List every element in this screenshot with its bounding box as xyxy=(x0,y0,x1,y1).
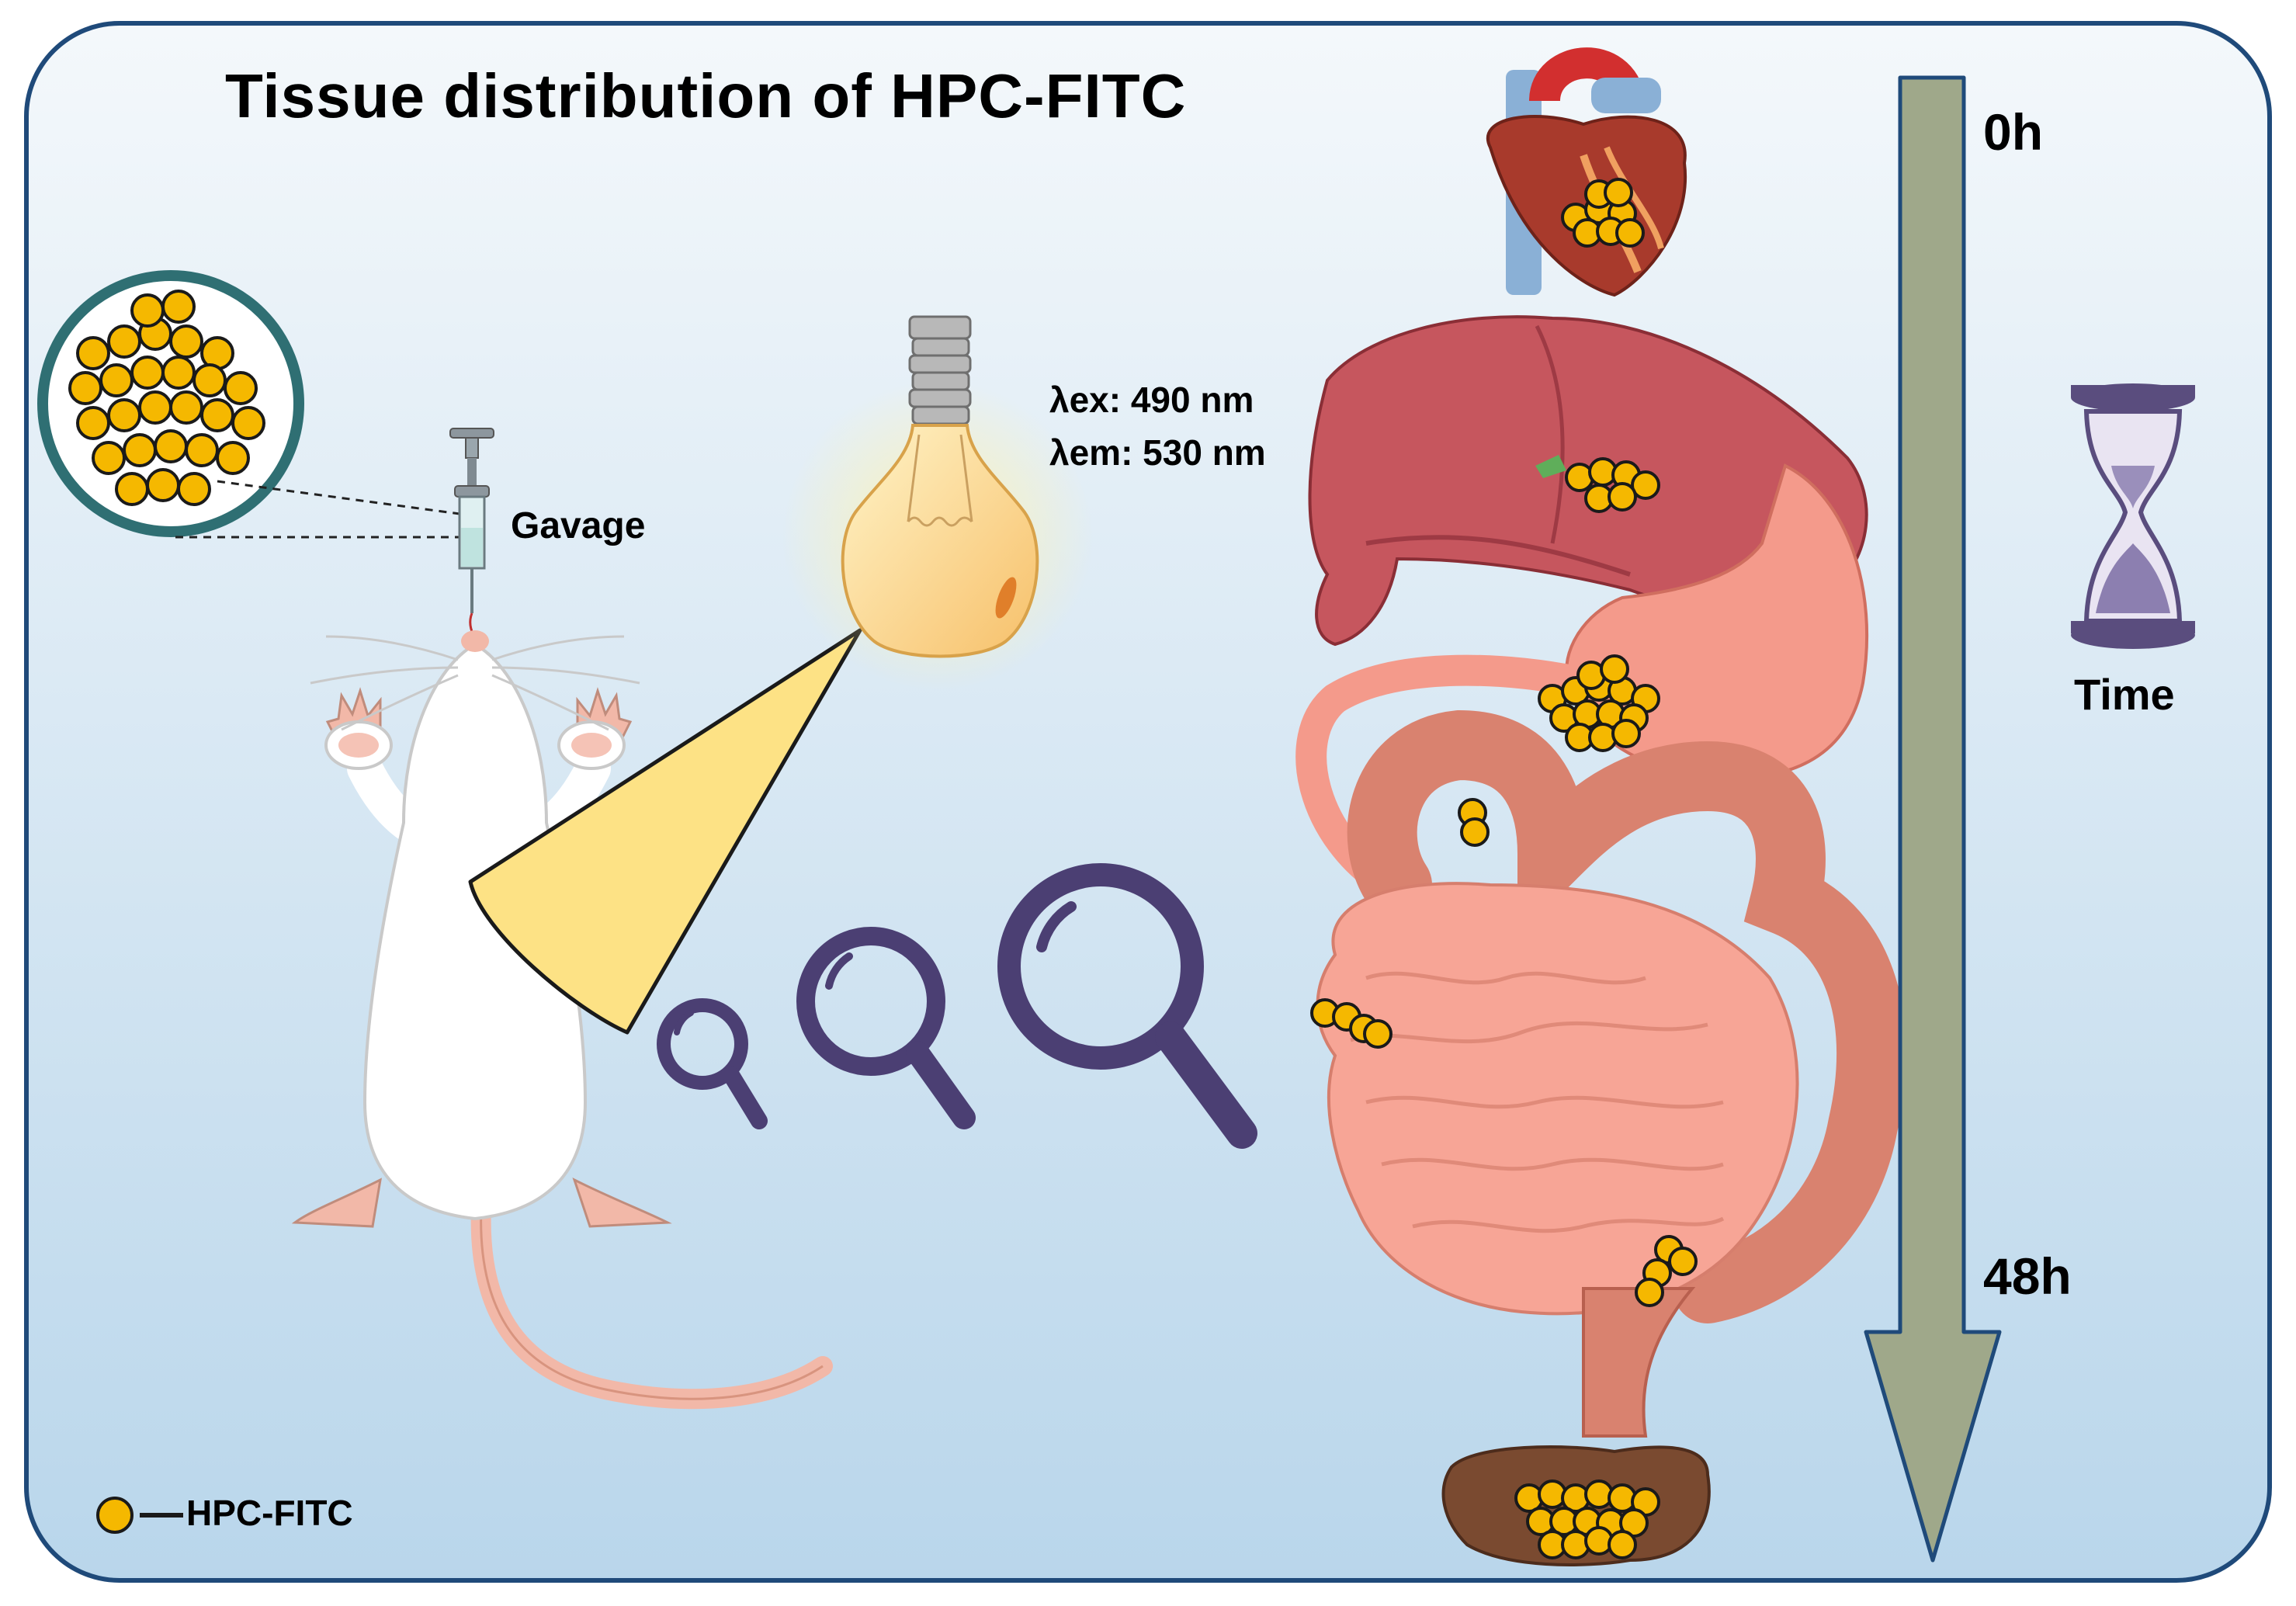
hpc-fitc-particle xyxy=(1460,817,1490,847)
timeline-start-label: 0h xyxy=(1983,103,2044,161)
timeline-end-label: 48h xyxy=(1983,1247,2072,1305)
excitation-wavelength-label: λex: 490 nm xyxy=(1049,380,1254,420)
rectum-organ xyxy=(1582,1287,1696,1438)
hpc-fitc-particle xyxy=(1615,218,1645,248)
hpc-fitc-particle xyxy=(231,406,265,440)
hpc-fitc-particle xyxy=(1668,1247,1698,1276)
hpc-fitc-particle xyxy=(185,433,219,467)
hpc-fitc-particle xyxy=(1608,482,1637,512)
hpc-fitc-particle xyxy=(99,363,134,397)
hpc-fitc-particle xyxy=(146,468,180,502)
rat-illustration xyxy=(291,630,833,1410)
hpc-fitc-particle xyxy=(200,398,234,432)
hpc-fitc-particle xyxy=(177,472,211,506)
hpc-fitc-particle xyxy=(1604,178,1633,207)
hpc-fitc-particle xyxy=(107,398,141,432)
legend-label: HPC-FITC xyxy=(186,1493,353,1533)
hpc-fitc-particle xyxy=(130,293,165,328)
hpc-fitc-particle xyxy=(1363,1019,1393,1049)
hpc-fitc-particle xyxy=(161,290,196,324)
hpc-fitc-particle xyxy=(1631,470,1660,500)
hpc-fitc-particle xyxy=(68,371,102,405)
hpc-fitc-particle xyxy=(1611,719,1641,748)
hpc-fitc-particles xyxy=(1310,178,1698,1559)
gavage-label: Gavage xyxy=(511,505,646,546)
hpc-fitc-particle xyxy=(192,363,227,397)
legend-marker xyxy=(96,1497,183,1534)
syringe-icon xyxy=(449,428,494,639)
diagram-title: Tissue distribution of HPC-FITC xyxy=(225,61,1187,130)
magnifier-icon-small xyxy=(657,998,768,1129)
emission-wavelength-label: λem: 530 nm xyxy=(1049,432,1266,473)
hpc-fitc-particle xyxy=(138,390,172,425)
duodenum xyxy=(1295,654,1599,900)
timeline-arrow xyxy=(1864,75,2002,1563)
particle-cluster-zoom xyxy=(37,270,484,539)
colon-organ xyxy=(1347,709,1907,1323)
hpc-fitc-particle xyxy=(123,433,157,467)
small-intestine-organ xyxy=(1316,882,1799,1316)
magnifier-icon-medium xyxy=(796,927,976,1129)
hpc-fitc-particle xyxy=(154,429,188,463)
hpc-fitc-particle xyxy=(115,472,149,506)
hpc-fitc-particle xyxy=(76,406,110,440)
hpc-fitc-particle xyxy=(76,336,110,370)
hpc-fitc-particle xyxy=(169,324,203,359)
light-bulb-icon xyxy=(782,315,1093,691)
hpc-fitc-particle xyxy=(130,356,165,390)
hpc-fitc-particle xyxy=(224,371,258,405)
hpc-fitc-particle xyxy=(216,441,250,475)
hpc-fitc-particle xyxy=(1600,654,1629,684)
hpc-fitc-particle xyxy=(1608,1530,1637,1559)
hourglass-icon xyxy=(2071,383,2195,649)
hpc-fitc-particle xyxy=(169,390,203,425)
light-beam xyxy=(468,628,862,1035)
hpc-fitc-particle xyxy=(107,324,141,359)
hpc-fitc-particle xyxy=(1635,1278,1664,1307)
hpc-fitc-particle xyxy=(161,356,196,390)
hpc-fitc-particle xyxy=(92,441,126,475)
time-label: Time xyxy=(2074,670,2175,719)
magnifier-icon-large xyxy=(997,863,1257,1149)
